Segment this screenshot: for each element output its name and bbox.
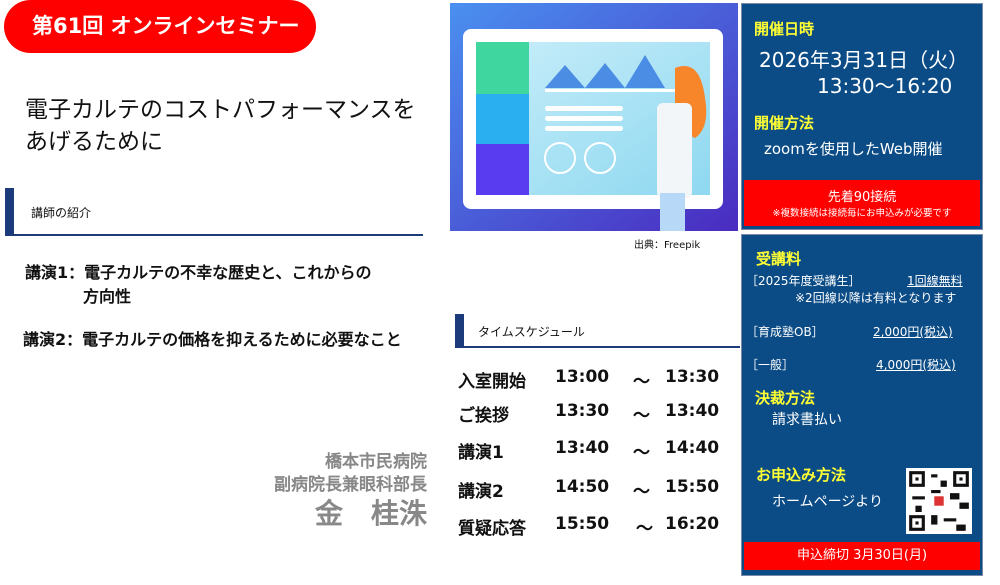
lecture1: 講演1：電子カルテの不幸な歴史と、これからの (25, 259, 372, 283)
event-date: 2026年3月31日（火） (759, 48, 969, 72)
schedule-end: 15:50 (665, 477, 720, 497)
schedule-row: 講演1 13:40 ～ 14:40 (458, 438, 738, 463)
lecture1-title-cont: 方向性 (83, 287, 132, 306)
fee-label: 受講料 (756, 250, 802, 268)
lecture2: 講演2：電子カルテの価格を抑えるために必要なこと (23, 330, 402, 349)
speaker-position: 副病院長兼眼科部長 (274, 475, 427, 495)
schedule-label: 講演1 (458, 443, 504, 463)
qr-code-icon[interactable] (906, 468, 972, 534)
speaker-name: 金 桂洙 (314, 497, 427, 530)
lecture1-title: 電子カルテの不幸な歴史と、これからの (84, 263, 372, 282)
date-label: 開催日時 (754, 20, 815, 38)
schedule-row: ご挨拶 13:30 ～ 13:40 (458, 401, 738, 426)
medical-illustration (450, 3, 738, 231)
payment-method: 請求書払い (772, 412, 842, 428)
schedule-row: 講演2 14:50 ～ 15:50 (458, 477, 738, 502)
seminar-title: 電子カルテのコストパフォーマンスをあげるために (25, 97, 416, 155)
schedule-end: 13:40 (665, 401, 720, 421)
schedule-end: 13:30 (665, 367, 720, 387)
schedule-start: 13:30 (555, 401, 610, 421)
general-fee: 4,000円(税込) (876, 358, 956, 372)
schedule-sep: ～ (633, 443, 650, 463)
illustration-credit: 出典：Freepik (634, 240, 701, 251)
schedule-label: 講演2 (458, 482, 504, 502)
apply-method: ホームページより (772, 494, 884, 510)
ob-label: ［育成塾OB］ (746, 325, 824, 339)
schedule-sep: ～ (633, 482, 650, 502)
lecturer-section-heading: 講師の紹介 (5, 188, 423, 236)
general-label: ［一般］ (746, 358, 795, 372)
event-info-panel: 開催日時 2026年3月31日（火） 13:30～16:20 開催方法 zoom… (741, 3, 983, 230)
event-method: zoomを使用したWeb開催 (764, 140, 943, 158)
speaker-hospital: 橋本市民病院 (325, 452, 427, 472)
fee-panel: 受講料 ［2025年度受講生］ 1回線無料 ※2回線以降は有料となります ［育成… (741, 234, 983, 576)
schedule-label: ご挨拶 (458, 406, 509, 426)
deadline: 申込締切 3月30日(月) (744, 542, 980, 570)
lecture1-prefix: 講演1： (25, 263, 85, 282)
schedule-row: 質疑応答 15:50 ～ 16:20 (458, 514, 738, 539)
schedule-label: 質疑応答 (458, 519, 526, 539)
schedule-sep: ～ (633, 372, 650, 392)
schedule-start: 13:00 (555, 367, 610, 387)
capacity-note: ※複数接続は接続毎にお申込みが必要です (772, 208, 952, 219)
event-time: 13:30～16:20 (817, 74, 953, 98)
schedule-label: 入室開始 (458, 372, 526, 392)
schedule-sep: ～ (633, 406, 650, 426)
schedule-end: 14:40 (665, 438, 720, 458)
capacity-box: 先着90接続 ※複数接続は接続毎にお申込みが必要です (744, 180, 980, 226)
schedule-sep: ～ (636, 519, 653, 539)
schedule-start: 15:50 (555, 514, 610, 534)
payment-label: 決裁方法 (755, 389, 816, 407)
schedule-end: 16:20 (665, 514, 720, 534)
speaker-info: 橋本市民病院 副病院長兼眼科部長 金 桂洙 (274, 451, 427, 531)
student-note: ※2回線以降は有料となります (795, 291, 957, 305)
schedule-heading: タイムスケジュール (455, 314, 740, 348)
schedule-row: 入室開始 13:00 ～ 13:30 (458, 367, 738, 392)
apply-label: お申込み方法 (756, 466, 847, 484)
student-fee: 1回線無料 (907, 274, 963, 288)
seminar-banner: 第61回 オンラインセミナー (4, 0, 316, 53)
capacity: 先着90接続 (827, 190, 897, 205)
schedule-start: 13:40 (555, 438, 610, 458)
schedule-start: 14:50 (555, 477, 610, 497)
method-label: 開催方法 (754, 114, 815, 132)
ob-fee: 2,000円(税込) (873, 325, 953, 339)
student-label: ［2025年度受講生］ (746, 274, 861, 288)
